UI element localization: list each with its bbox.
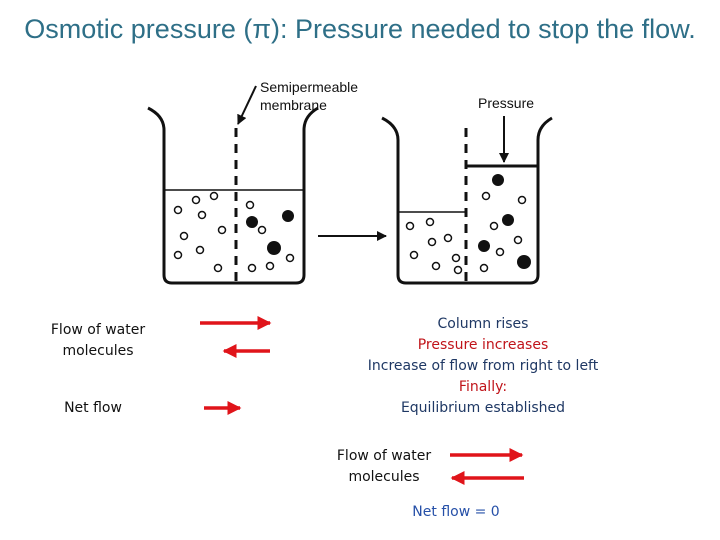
right-solvent-molecules xyxy=(405,191,527,275)
membrane-label-line2: membrane xyxy=(260,97,327,113)
flow-increase-text: Increase of flow from right to left xyxy=(367,358,599,374)
left-solute-molecules xyxy=(246,210,294,255)
net-flow-label: Net flow xyxy=(64,400,122,416)
net-flow-zero-label: Net flow = 0 xyxy=(412,504,500,520)
membrane-label-line1: Semipermeable xyxy=(260,79,358,95)
membrane-pointer-arrow xyxy=(237,85,257,125)
equilibrium-flow-label: Flow of water molecules xyxy=(336,448,432,485)
equilibrium-text: Equilibrium established xyxy=(400,400,566,416)
pressure-increases-text: Pressure increases xyxy=(417,337,549,353)
left-solvent-molecules xyxy=(173,191,295,273)
flow-of-water-label: Flow of water molecules xyxy=(50,322,146,359)
right-solute-molecules xyxy=(478,174,531,269)
pressure-label: Pressure xyxy=(478,95,534,111)
right-beaker xyxy=(381,116,553,285)
left-beaker xyxy=(147,106,319,285)
column-rises-text: Column rises xyxy=(437,316,529,332)
finally-text: Finally: xyxy=(458,379,508,395)
explanation-block: Column rises Pressure increases Increase… xyxy=(352,314,614,419)
slide-title: Osmotic pressure (π): Pressure needed to… xyxy=(24,14,696,44)
